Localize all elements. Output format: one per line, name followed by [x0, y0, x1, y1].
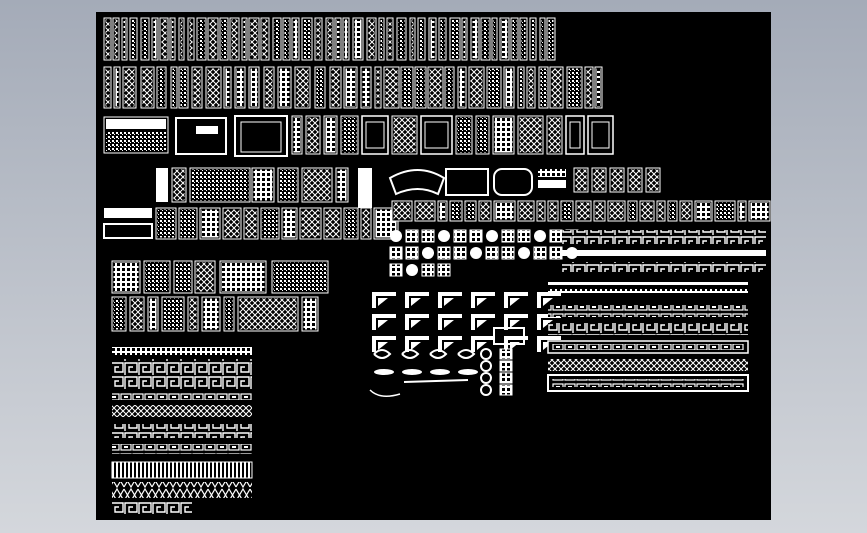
texture-swatches	[111, 260, 329, 332]
lattice-panels-row-1	[103, 17, 556, 61]
fret-border-strips	[111, 347, 253, 514]
ornament-rows-right	[562, 230, 766, 272]
cad-drawing-canvas[interactable]	[96, 12, 771, 520]
border-strips-right	[547, 282, 749, 392]
door-window-row	[103, 115, 614, 157]
screen-panels-block	[103, 167, 399, 240]
lattice-panels-row-2	[103, 66, 603, 109]
cad-linework	[103, 17, 771, 514]
